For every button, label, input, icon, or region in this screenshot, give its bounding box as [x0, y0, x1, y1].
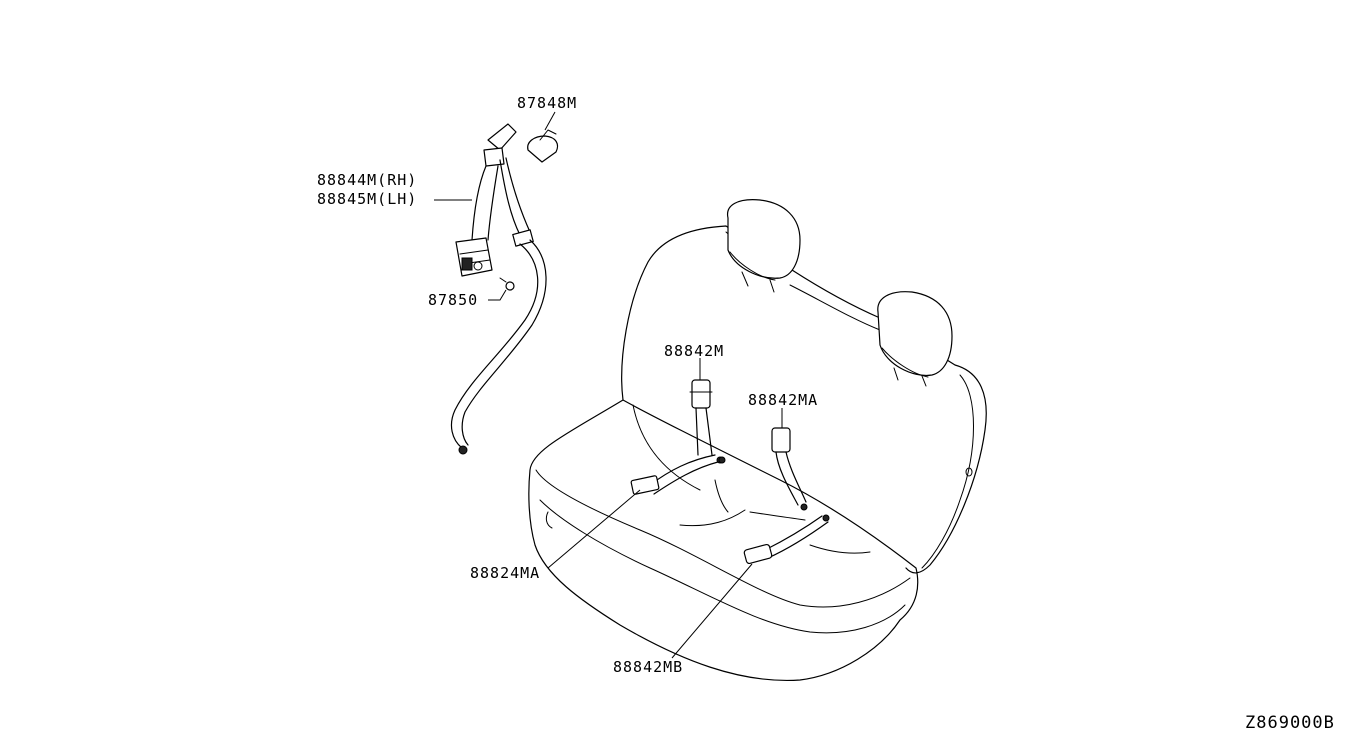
seat-cushion-seam — [809, 544, 871, 554]
floor-anchor — [458, 445, 468, 455]
label-88842ma: 88842MA — [748, 391, 818, 409]
buckle-stalk — [695, 407, 713, 456]
tongue-88842mb — [743, 514, 830, 565]
seat-back-line — [921, 374, 974, 569]
label-88842mb: 88842MB — [613, 658, 683, 676]
label-88844m-rh: 88844M(RH) — [317, 171, 417, 189]
label-87850: 87850 — [428, 291, 478, 309]
leader-lines — [434, 111, 783, 659]
cover-87848m — [527, 129, 559, 163]
seat-back-clip — [965, 467, 973, 477]
seat-hook — [545, 511, 553, 529]
label-87848m: 87848M — [517, 94, 577, 112]
buckle-head — [771, 427, 791, 453]
lap-belt-tongue — [630, 475, 660, 495]
headrest-left — [727, 199, 801, 279]
seat-belt-assembly — [450, 123, 547, 455]
diagram-id: Z869000B — [1245, 713, 1335, 733]
headrest-right-line — [881, 347, 929, 378]
bolt-87850 — [499, 277, 515, 291]
label-88824ma: 88824MA — [470, 564, 540, 582]
buckle-88842ma — [771, 427, 808, 511]
seat-cushion-seam — [539, 499, 906, 634]
headrest-right — [877, 291, 953, 376]
seat-cushion — [528, 399, 919, 682]
belt-guide — [483, 147, 505, 167]
tongue-plate — [743, 543, 773, 565]
seat-cushion-seam — [679, 509, 806, 527]
seat-back-line — [632, 404, 701, 491]
label-88845m-lh: 88845M(LH) — [317, 190, 417, 208]
webbing-clip — [512, 229, 534, 247]
bolt-head — [505, 281, 515, 291]
headrest-post — [741, 271, 775, 293]
buckle-head — [691, 379, 711, 409]
seat-cushion-seam — [714, 479, 729, 513]
lap-belt-88824ma — [630, 454, 726, 495]
headrest-post — [893, 367, 927, 387]
seat-back-line — [789, 284, 881, 331]
rear-seat — [528, 199, 987, 682]
headrest-left-line — [729, 251, 776, 281]
seat-back — [621, 225, 987, 574]
buckle-88842m — [689, 379, 724, 464]
label-88842m: 88842M — [664, 342, 724, 360]
seat-cushion-seam — [535, 469, 911, 608]
retractor — [455, 237, 493, 277]
cover-body — [527, 135, 559, 163]
belt-top-anchor — [487, 123, 517, 151]
